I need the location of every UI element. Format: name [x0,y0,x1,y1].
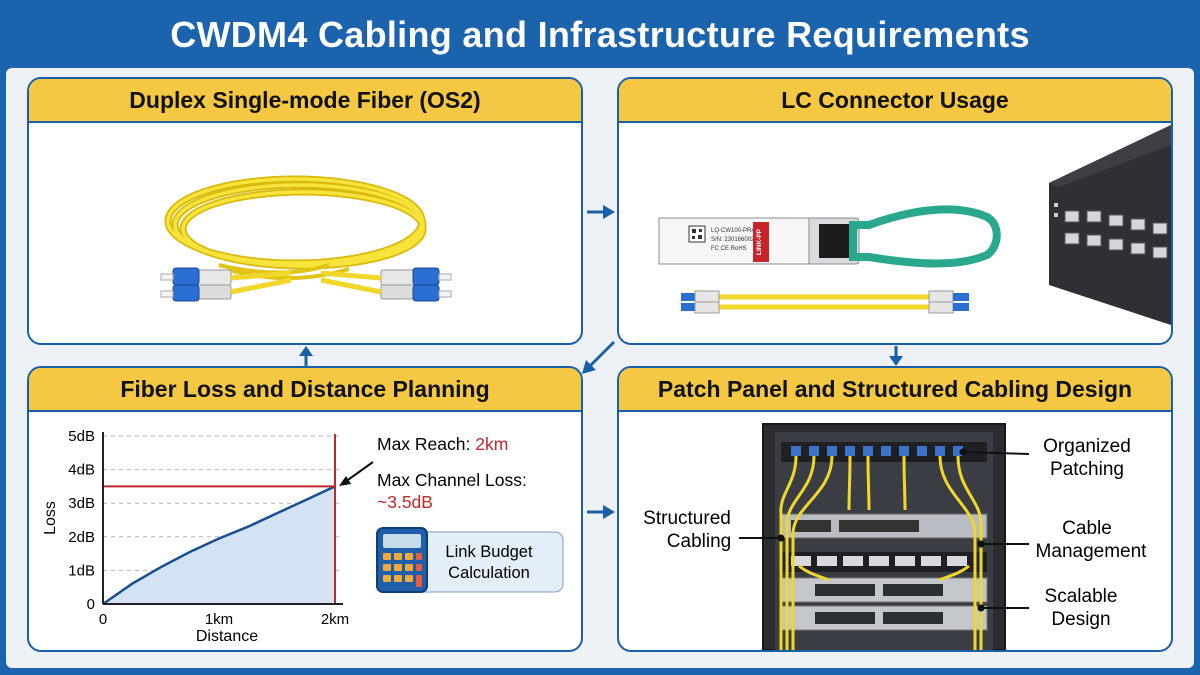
cable-management-callout: Cable Management [977,518,1148,562]
lc-duplex-connector-right-icon [320,267,452,302]
svg-text:Design: Design [1051,609,1110,630]
loss-area [103,486,335,604]
arrow-down-icon [889,346,903,366]
x-tick-label: 2km [321,611,349,628]
panel-patch: Patch Panel and Structured Cabling Desig… [617,366,1173,652]
y-tick-label: 1dB [68,562,95,579]
module-sn-text: S/N: 2301660021 [711,237,758,243]
lc-illustration: LQ-CW100-PR4I S/N: 2301660021 FC CE RoHS… [658,125,1171,325]
organized-patching-callout: Organized Patching [959,436,1131,480]
module-brand-text: LINK-PP [756,228,763,255]
y-tick-label: 5dB [68,428,95,445]
rack-illustration: Organized Patching Structured Cabling Ca… [643,423,1148,650]
y-axis-label: Loss [42,501,59,535]
module-marks-text: FC CE RoHS [711,246,747,252]
x-tick-label: 0 [99,611,107,628]
svg-text:Scalable: Scalable [1045,586,1118,607]
max-loss-label: Max Channel Loss: [377,470,527,490]
patch-cords-icon [779,455,983,650]
svg-text:Organized: Organized [1043,436,1131,457]
page-title: CWDM4 Cabling and Infrastructure Require… [170,14,1030,55]
y-tick-label: 2dB [68,529,95,546]
link-budget-box: Link Budget Calculation [414,531,564,593]
max-reach-annotation: Max Reach: 2km [377,434,508,454]
x-tick-label: 1km [205,611,233,628]
panel-patch-body: Organized Patching Structured Cabling Ca… [619,414,1171,650]
y-tick-label: 0 [87,596,95,613]
panel-fiber-title: Duplex Single-mode Fiber (OS2) [29,79,581,123]
panel-loss-title: Fiber Loss and Distance Planning [29,368,581,412]
y-tick-label: 4dB [68,462,95,479]
max-loss-value: ~3.5dB [377,492,433,512]
panel-fiber: Duplex Single-mode Fiber (OS2) [27,77,583,345]
structured-cabling-callout: Structured Cabling [643,508,785,552]
link-budget-line1: Link Budget [445,543,533,561]
svg-text:Management: Management [1036,541,1148,562]
lc-duplex-connector-left-icon [160,267,292,302]
y-tick-label: 3dB [68,495,95,512]
module-part-text: LQ-CW100-PR4I [711,228,757,234]
fiber-cable-illustration [160,175,452,302]
svg-text:Structured: Structured [643,508,731,529]
loss-chart: 0 1dB 2dB 3dB 4dB 5dB 0 1km 2km Distance Loss Ma… [42,428,564,645]
callout-arrow [344,461,374,483]
loss-series-line [102,485,336,606]
server-rack-icon [762,423,1006,650]
svg-text:Cabling: Cabling [667,531,731,552]
svg-text:Cable: Cable [1062,518,1112,539]
arrow-diagonal-icon [582,340,616,374]
x-axis-label: Distance [196,628,258,645]
panel-loss-body: 0 1dB 2dB 3dB 4dB 5dB 0 1km 2km Distance Loss Ma… [29,414,581,650]
arrow-right-bottom-icon [587,505,615,519]
callout-arrowhead [339,476,351,486]
panel-lc-title: LC Connector Usage [619,79,1171,123]
network-switch-icon [1049,125,1171,325]
lc-patch-cable-icon [681,290,969,314]
panel-loss: Fiber Loss and Distance Planning 0 1dB 2dB… [27,366,583,652]
arrow-up-icon [299,346,313,366]
link-budget-line2: Calculation [448,564,530,582]
calculator-icon [376,527,428,593]
panel-lc-body: LQ-CW100-PR4I S/N: 2301660021 FC CE RoHS… [619,125,1171,343]
transceiver-module-icon: LQ-CW100-PR4I S/N: 2301660021 FC CE RoHS… [658,205,1001,268]
panel-patch-title: Patch Panel and Structured Cabling Desig… [619,368,1171,412]
arrow-right-top-icon [587,205,615,219]
panel-lc: LC Connector Usage LQ-CW100-PR4I S/N: 23… [617,77,1173,345]
svg-text:Patching: Patching [1050,459,1124,480]
scalable-design-callout: Scalable Design [977,586,1118,630]
panel-fiber-body [29,125,581,343]
